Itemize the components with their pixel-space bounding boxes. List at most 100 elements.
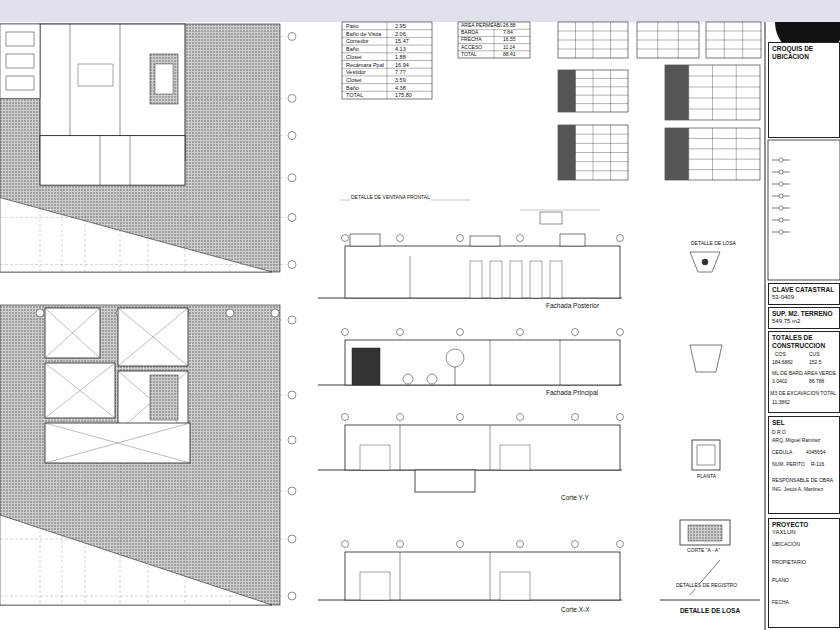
sheet-label: 11.3862 [771, 400, 791, 406]
table-head [665, 128, 689, 180]
drawn-line [678, 22, 679, 58]
axis-bubble [617, 414, 624, 421]
drawn-line [706, 40, 761, 41]
sheet-label: 2.06 [394, 31, 407, 37]
drawn-rect [350, 234, 380, 246]
sheet-label: FECHA [771, 600, 790, 606]
axis-bubble [779, 230, 783, 234]
axis-bubble [397, 414, 404, 421]
axis-bubble [517, 414, 524, 421]
drawn-rect [345, 246, 620, 298]
sheet-label: RESPONSABLE DE OBRA [771, 478, 834, 484]
title-block-cell: SUP. M2. TERRENO549.75 m2 [768, 307, 840, 329]
axis-bubble [271, 309, 279, 317]
sheet-label: PLANO [771, 578, 790, 584]
sheet-label: TOTAL [345, 92, 364, 98]
drawn-rect [345, 340, 620, 385]
sheet-label: AREA VERDE [803, 371, 837, 377]
drawn-rect [155, 64, 173, 94]
drawn-rect [345, 425, 620, 470]
drawn-rect [665, 65, 760, 120]
cell-text: CLAVE CATASTRAL [772, 286, 836, 294]
axis-bubble [288, 174, 296, 182]
drawn-line [40, 305, 41, 605]
drawn-line [400, 552, 401, 600]
sheet-label: 2.95 [394, 23, 407, 29]
drawn-line [130, 136, 131, 186]
drawn-rect [558, 125, 628, 180]
drawn-rect [665, 128, 760, 180]
drawn-line [400, 425, 401, 470]
sheet-label: AREA PERMEABLE [460, 23, 507, 29]
drawn-line [118, 308, 188, 366]
drawn-rect [40, 136, 185, 186]
sheet-label: 4.13 [394, 46, 407, 52]
sheet-label: 152.5 [808, 360, 823, 366]
sheet-label: 11.14 [502, 45, 516, 51]
axis-bubble [288, 535, 296, 543]
sheet-label: FRECHA [460, 37, 483, 43]
drawn-line [610, 125, 611, 180]
drawn-line [765, 22, 766, 630]
drawn-rect [637, 22, 699, 58]
sheet-label: Vestidor [345, 69, 367, 75]
drawn-line [45, 363, 115, 418]
sheet-label: COS [774, 352, 787, 358]
axis-bubble [457, 235, 464, 242]
axis-bubble [288, 261, 296, 269]
drawn-line [45, 308, 100, 358]
title-block-cell: PROYECTOYAXLUN [768, 518, 840, 628]
axis-bubble [779, 170, 783, 174]
sheet-label: TOTAL [460, 52, 478, 58]
drawn-rect [45, 423, 190, 463]
sheet-label: 3.59 [394, 77, 407, 83]
axis-bubble [288, 94, 296, 102]
drawn-rect [352, 348, 380, 385]
sheet-label: Patio [345, 23, 360, 29]
drawn-line [610, 22, 611, 58]
axis-bubble [517, 541, 524, 548]
axis-bubble [342, 329, 349, 336]
drawn-line [0, 491, 286, 492]
axis-bubble [342, 235, 349, 242]
drawn-rect [45, 308, 100, 358]
sheet-label: 4.38 [394, 85, 407, 91]
sheet-label: 3.0402 [771, 379, 788, 385]
axis-bubble [457, 329, 464, 336]
sheet-label: Baño [345, 46, 360, 52]
cell-text: DETALLE DE LOSA [663, 607, 757, 615]
sheet-label: 26.88 [502, 23, 517, 29]
sheet-label: DETALLES DE REGISTRO [675, 583, 738, 589]
table-head [558, 70, 576, 112]
axis-bubble [226, 309, 234, 317]
drawn-rect [768, 140, 840, 280]
drawn-line [736, 128, 737, 180]
title-block-cell: DETALLE DE LOSA [660, 605, 760, 627]
sheet-label: Fachada Posterior [545, 302, 600, 309]
drawn-line [490, 340, 491, 385]
drawn-rect [706, 22, 761, 58]
drawn-line [690, 560, 720, 595]
drawn-rect [530, 261, 542, 298]
axis-bubble [572, 414, 579, 421]
drawn-line [45, 423, 190, 463]
drawn-line [100, 136, 101, 186]
drawn-line [660, 600, 760, 601]
drawn-line [275, 305, 276, 605]
sheet-label: 4345654 [805, 450, 826, 456]
drawn-line [736, 65, 737, 120]
drawn-line [637, 49, 699, 50]
sheet-label: CUS [808, 352, 821, 358]
drawn-line [490, 425, 491, 470]
drawn-line [593, 70, 594, 112]
sheet-label: DETALLE DE VENTANA FRONTAL [350, 195, 431, 201]
drawn-rect [558, 22, 628, 58]
sheet-label: DETALLE DE LOSA [690, 241, 737, 247]
axis-bubble [779, 206, 783, 210]
axis-bubble [288, 592, 296, 600]
drawn-line [0, 539, 286, 540]
axis-bubble [446, 349, 464, 367]
axis-bubble [288, 132, 296, 140]
drawn-line [560, 340, 561, 385]
sheet-label: ACCESO [460, 45, 483, 51]
